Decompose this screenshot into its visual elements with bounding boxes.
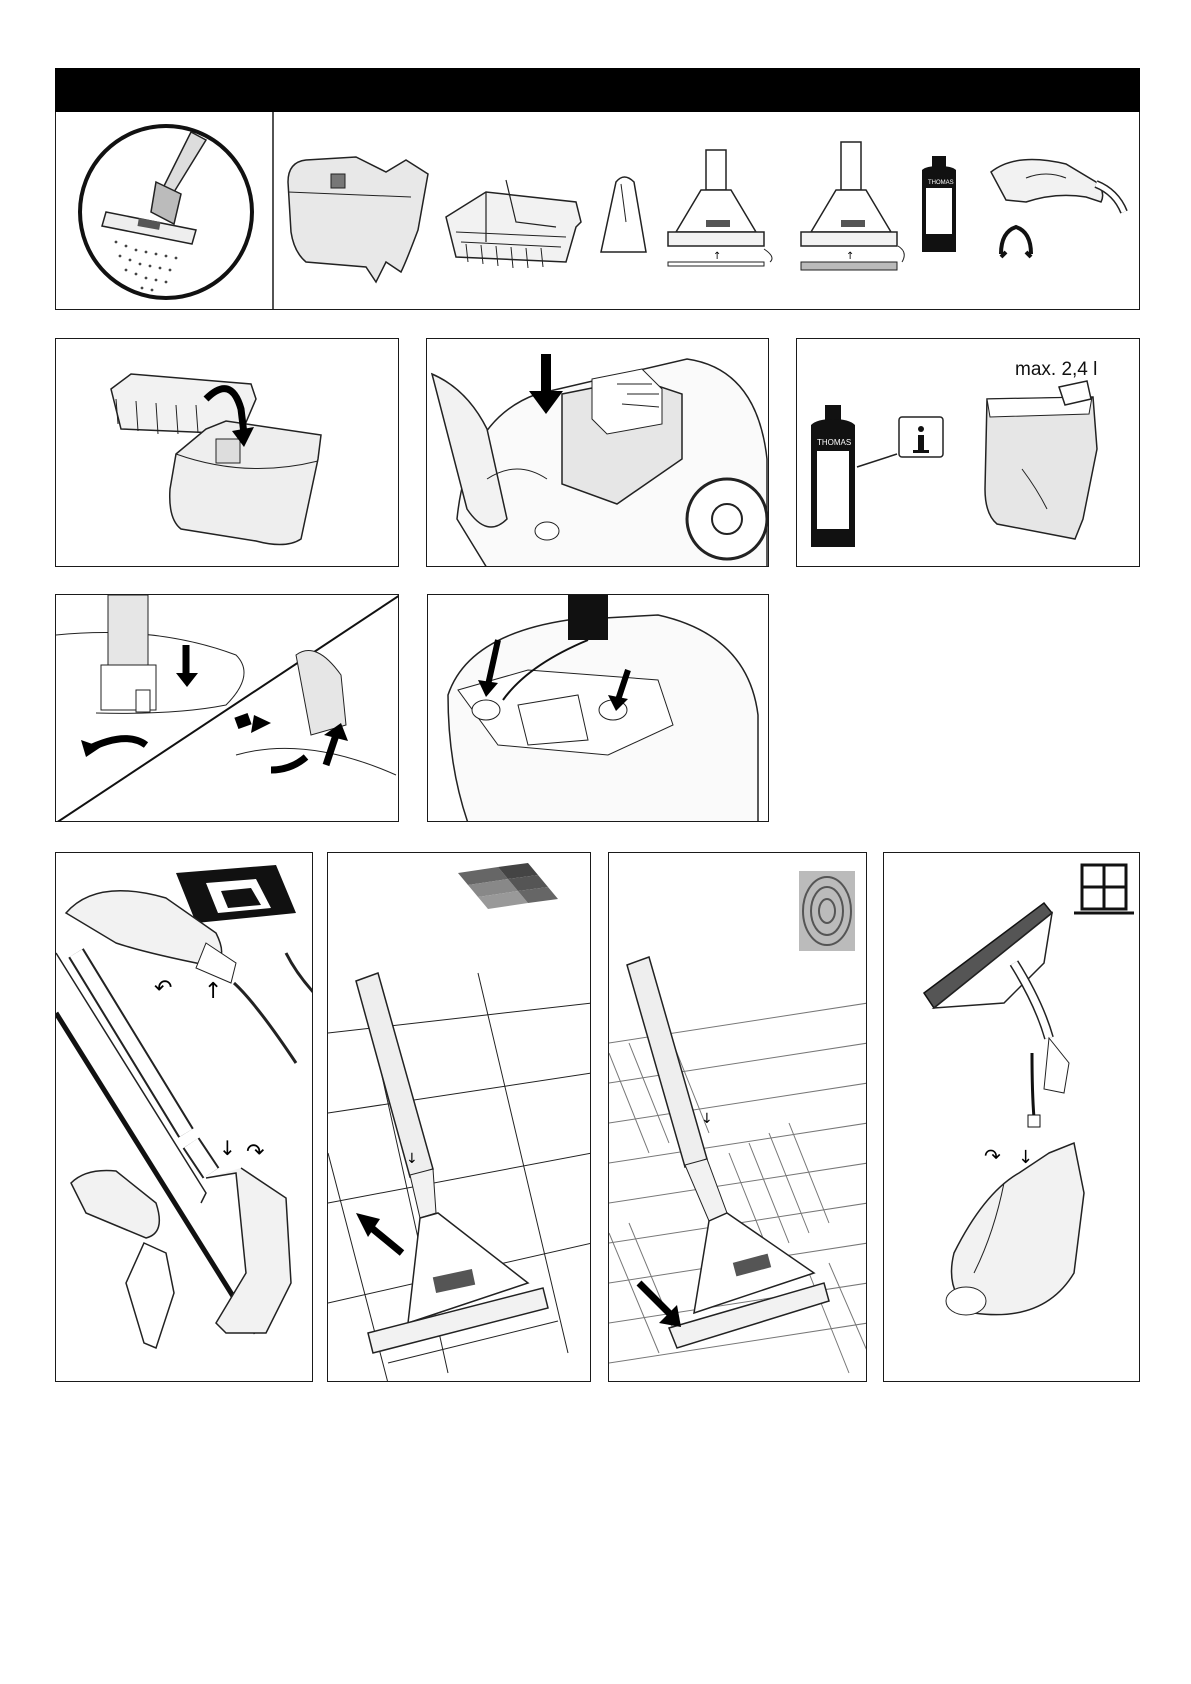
svg-text:↷: ↷ xyxy=(246,1140,264,1165)
push-arrow-icon xyxy=(234,713,251,729)
step-window-panel: ↷ ↓ xyxy=(883,852,1140,1382)
step-fill-panel: THOMAS max. 2,4 l xyxy=(796,338,1140,567)
accessories-frame: ↑ ↑ THOMAS xyxy=(55,112,1140,310)
wood-icon xyxy=(799,871,855,951)
wood-cleaning-illustration: ↓ xyxy=(609,853,867,1382)
svg-text:↑: ↑ xyxy=(713,251,721,262)
svg-text:↑: ↑ xyxy=(204,979,222,1004)
spray-handle-icon xyxy=(991,160,1124,258)
step-connect-hose-panel xyxy=(55,594,399,822)
window-icon xyxy=(1074,865,1134,913)
svg-text:↑: ↑ xyxy=(846,251,854,262)
connect-spray-illustration xyxy=(428,595,769,822)
step-tiles-panel: ↓ xyxy=(327,852,591,1382)
accessories-illustration: ↑ ↑ THOMAS xyxy=(56,112,1140,310)
section-header-bar xyxy=(55,68,1140,112)
carpet-icon xyxy=(176,865,296,923)
detergent-bottle-icon: THOMAS xyxy=(811,405,855,547)
carpet-assembly-illustration: ↶ ↑ ↓ ↷ xyxy=(56,853,313,1382)
svg-text:↷: ↷ xyxy=(984,1144,1001,1168)
push-arrow-icon xyxy=(639,1283,671,1315)
down-arrow-icon xyxy=(541,354,551,394)
svg-text:↶: ↶ xyxy=(154,976,172,1001)
window-cleaning-illustration: ↷ ↓ xyxy=(884,853,1140,1382)
machine-basket-illustration xyxy=(427,339,769,567)
insert-basket-illustration xyxy=(56,339,399,567)
tiles-cleaning-illustration: ↓ xyxy=(328,853,591,1382)
water-tank-icon xyxy=(288,157,428,282)
hard-floor-nozzle-icon: ↑ xyxy=(668,150,772,266)
svg-text:THOMAS: THOMAS xyxy=(928,180,954,186)
step-wood-panel: ↓ xyxy=(608,852,867,1382)
svg-text:↓: ↓ xyxy=(219,1136,236,1160)
spray-nozzle-circle-icon xyxy=(80,126,252,298)
connect-hose-illustration xyxy=(56,595,399,822)
crevice-nozzle-icon xyxy=(601,177,646,252)
max-fill-label: max. 2,4 l xyxy=(1015,359,1097,381)
hose-icon xyxy=(568,595,608,640)
water-tank-icon xyxy=(985,397,1097,539)
step-carpet-assembly-panel: ↶ ↑ ↓ ↷ xyxy=(55,852,313,1382)
step-connect-spray-panel xyxy=(427,594,769,822)
tiles-icon xyxy=(458,863,558,909)
bottle-brand-label: THOMAS xyxy=(817,438,851,447)
carpet-nozzle-icon: ↑ xyxy=(801,142,904,270)
step-place-in-machine-panel xyxy=(426,338,769,567)
svg-text:↓: ↓ xyxy=(701,1111,713,1127)
svg-text:↓: ↓ xyxy=(406,1151,418,1167)
step-insert-basket-panel xyxy=(55,338,399,567)
detergent-bottle-icon: THOMAS xyxy=(922,156,956,252)
insert-basket-icon xyxy=(446,180,581,268)
